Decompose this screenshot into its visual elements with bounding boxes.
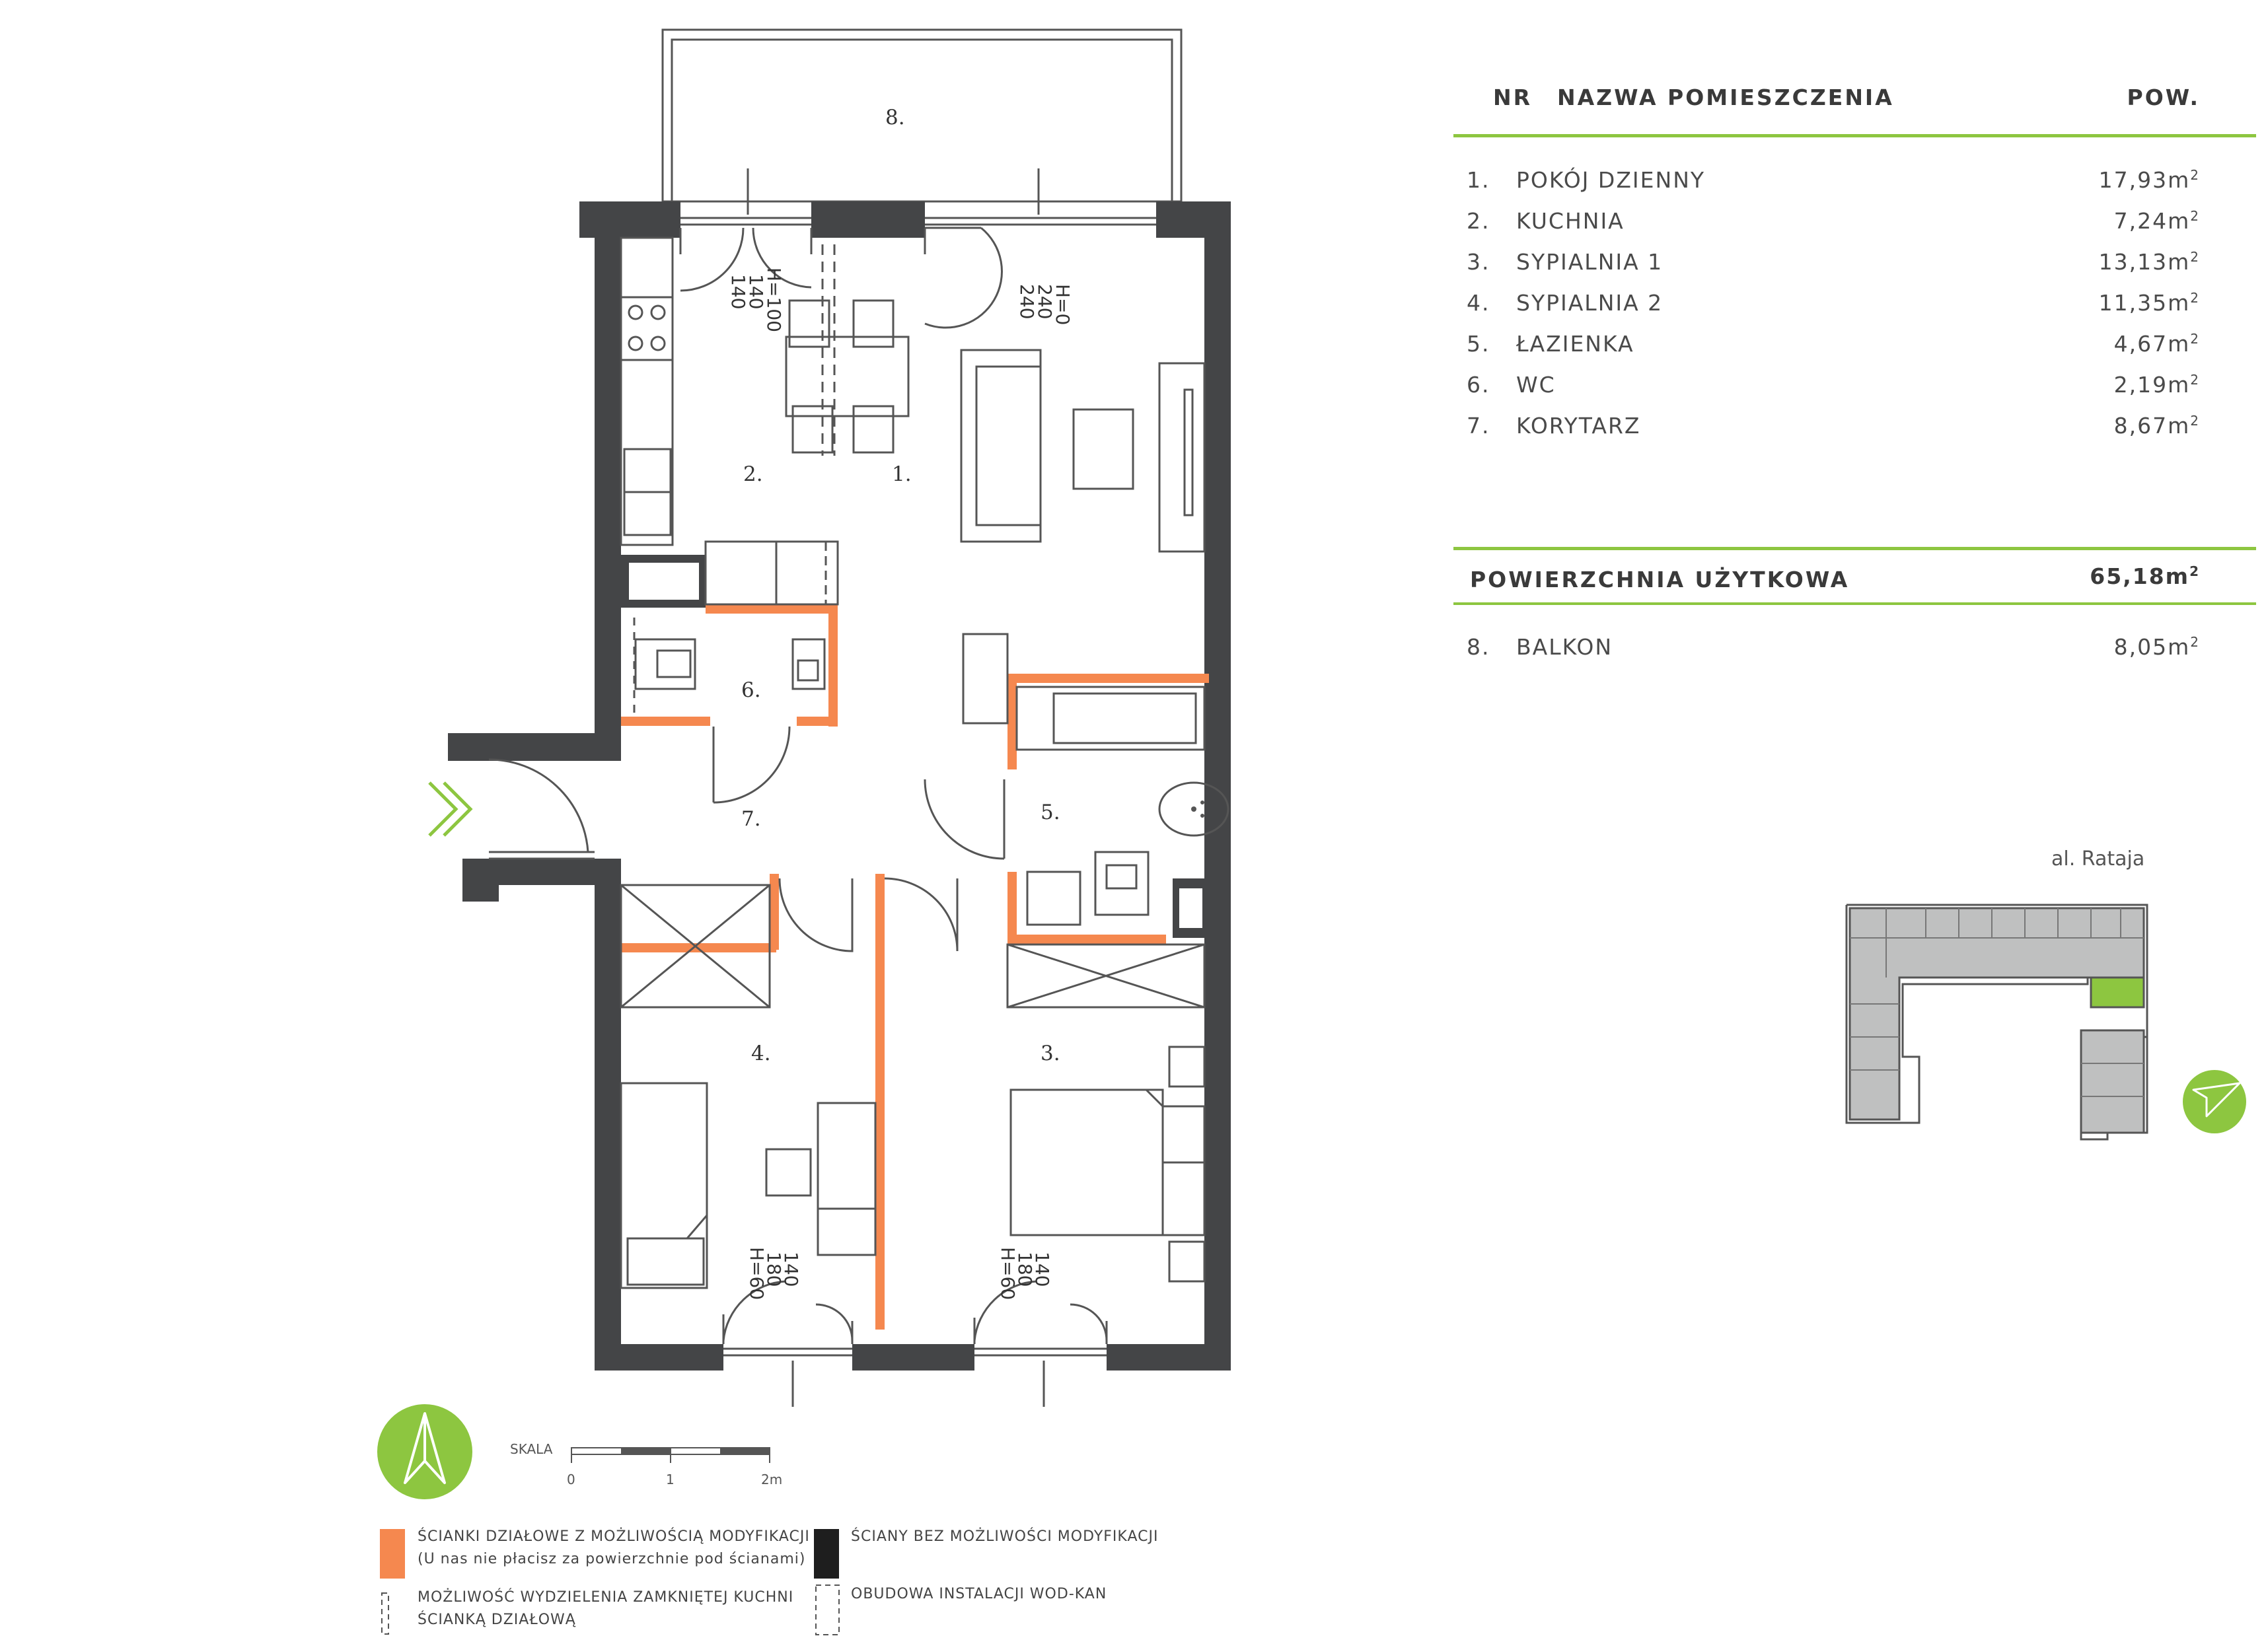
structural-walls [448,201,1231,1371]
window-dim-bedroom1-3: H=60 [997,1247,1019,1300]
room-area: 11,35m2 [2098,290,2200,316]
room-area: 17,93m2 [2098,167,2200,193]
scale-tick-1: 1 [666,1472,675,1487]
room-area: 8,67m2 [2113,413,2200,439]
room-name: KUCHNIA [1516,208,1625,234]
scale-bar [571,1447,770,1463]
room-row-1: 1. POKÓJ DZIENNY 17,93m2 [1453,167,2200,200]
legend-fixed-walls: ŚCIANY BEZ MOŻLIWOŚCI MODYFIKACJI [851,1528,1159,1545]
street-label: al. Rataja [2051,847,2145,871]
window-dim-kitchen-3: H=100 [763,267,785,332]
window-dim-living-1: 240 [1016,284,1038,319]
scale-tick-2: 2m [761,1472,783,1487]
legend-modifiable-walls: ŚCIANKI DZIAŁOWE Z MOŻLIWOŚCIĄ MODYFIKAC… [418,1528,810,1567]
room-name: POKÓJ DZIENNY [1516,167,1706,193]
room-nr: 3. [1467,249,1490,275]
room-nr: 4. [1467,290,1490,316]
entrance-arrow-icon [428,781,473,837]
room-name: KORYTARZ [1516,413,1641,439]
window-dim-kitchen-2: 140 [745,274,767,309]
room-name: SYPIALNIA 2 [1516,290,1664,316]
legend-kitchen-option: MOŻLIWOŚĆ WYDZIELENIA ZAMKNIĘTEJ KUCHNI … [418,1589,794,1628]
legend-installations: OBUDOWA INSTALACJI WOD-KAN [851,1586,1107,1602]
room-label-6: 6. [741,678,761,702]
room-nr: 7. [1467,413,1490,439]
window-dim-living-2: 240 [1034,284,1056,319]
legend-dashed-swatch-2 [815,1585,840,1635]
room-name: ŁAZIENKA [1516,331,1634,357]
room-area: 13,13m2 [2098,249,2200,275]
scale-tick-0: 0 [567,1472,575,1487]
room-label-4: 4. [751,1042,771,1065]
room-name: BALKON [1516,634,1613,660]
room-row-4: 4. SYPIALNIA 2 11,35m2 [1453,290,2200,323]
table-header-nr: NR [1493,85,1533,110]
total-area-value: 65,18m2 [2090,563,2200,589]
window-dim-bedroom1-2: 180 [1014,1252,1036,1287]
room-label-7: 7. [741,807,761,831]
modifiable-walls [621,604,1209,1330]
room-row-6: 6. WC 2,19m2 [1453,372,2200,405]
table-header-area: POW. [2127,85,2200,110]
site-plan [1845,904,2148,1141]
legend-orange-swatch [380,1529,405,1579]
total-area-label: POWIERZCHNIA UŻYTKOWA [1470,567,1850,592]
total-rule [1453,547,2256,550]
room-row-5: 5. ŁAZIENKA 4,67m2 [1453,331,2200,364]
room-nr: 2. [1467,208,1490,234]
room-label-5: 5. [1041,801,1060,824]
window-dim-living-3: H=0 [1052,284,1074,325]
window-dim-kitchen-1: 140 [727,274,749,309]
room-nr: 5. [1467,331,1490,357]
room-nr: 1. [1467,167,1490,193]
window-dim-bedroom1-1: 140 [1031,1252,1053,1287]
room-nr: 6. [1467,372,1490,398]
room-row-7: 7. KORYTARZ 8,67m2 [1453,413,2200,446]
room-area: 8,05m2 [2113,634,2200,660]
room-area: 2,19m2 [2113,372,2200,398]
room-area: 4,67m2 [2113,331,2200,357]
room-label-3: 3. [1041,1042,1060,1065]
table-header-rule [1453,134,2256,137]
site-north-arrow-icon [2183,1070,2246,1133]
room-name: SYPIALNIA 1 [1516,249,1664,275]
total-bottom-rule [1453,602,2256,605]
room-label-2: 2. [743,462,763,486]
room-nr: 8. [1467,634,1490,660]
room-area: 7,24m2 [2113,208,2200,234]
table-header-name: NAZWA POMIESZCZENIA [1557,85,1894,110]
window-dim-bedroom2-1: 140 [780,1252,802,1287]
window-dim-bedroom2-2: 180 [763,1252,785,1287]
room-label-1: 1. [892,462,912,486]
room-row-3: 3. SYPIALNIA 1 13,13m2 [1453,249,2200,282]
room-name: WC [1516,372,1556,398]
balcony-outline [661,28,1183,203]
north-arrow-icon [377,1404,472,1499]
window-dim-bedroom2-3: H=60 [746,1247,768,1300]
room-label-8: 8. [885,106,905,129]
balcony-row: 8. BALKON 8,05m2 [1453,634,2200,667]
legend-dashed-swatch-1 [381,1592,389,1635]
room-row-2: 2. KUCHNIA 7,24m2 [1453,208,2200,241]
scale-label: SKALA [510,1441,553,1457]
legend-dark-swatch [814,1529,839,1579]
